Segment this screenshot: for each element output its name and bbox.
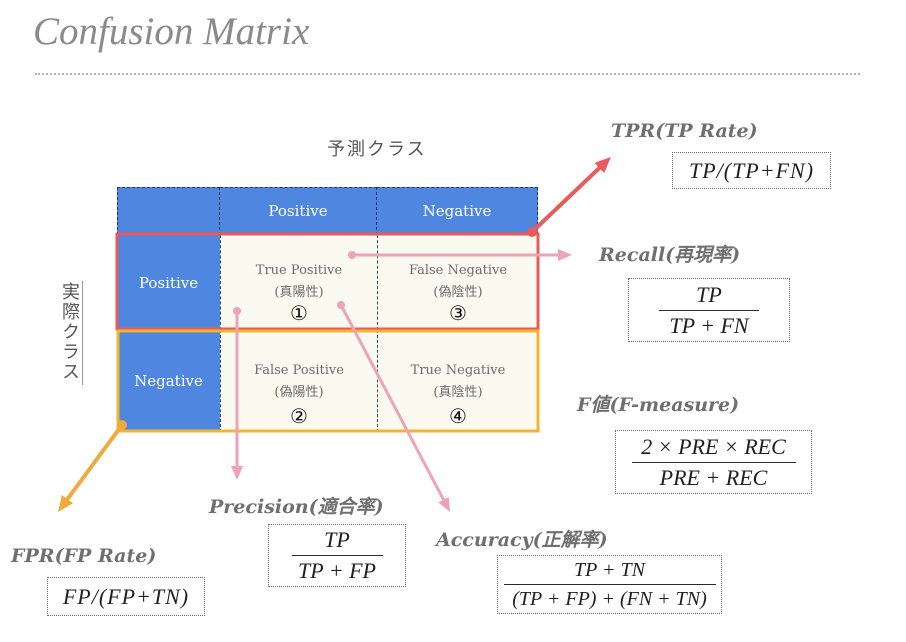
cell-term: True Positive <box>255 263 343 278</box>
actual-class-label: 実際クラス <box>59 282 80 382</box>
accuracy-denominator: (TP + FP) + (FN + TN) <box>512 588 707 610</box>
f-measure-formula-box: 2 × PRE × REC PRE + REC <box>615 430 812 494</box>
accuracy-formula-box: TP + TN (TP + FP) + (FN + TN) <box>497 555 722 614</box>
recall-label: Recall(再現率) <box>599 244 741 266</box>
accuracy-numerator: TP + TN <box>574 559 645 581</box>
precision-formula-box: TP TP + FP <box>268 524 406 587</box>
fraction-bar <box>503 584 716 585</box>
f-measure-denominator: PRE + REC <box>659 464 768 490</box>
tpr-arrow <box>527 156 611 237</box>
fraction-bar <box>631 461 796 463</box>
tpr-formula: TP/(TP+FN) <box>688 157 815 183</box>
f-measure-label: F値(F-measure) <box>577 394 740 416</box>
cell-term: False Positive <box>254 363 344 378</box>
cell-number-marker: ④ <box>449 404 467 428</box>
cell-number-marker: ③ <box>449 301 467 325</box>
recall-formula-box: TP TP + FN <box>628 278 790 342</box>
cell-term: True Negative <box>410 363 506 378</box>
accuracy-label: Accuracy(正解率) <box>436 529 608 551</box>
precision-numerator: TP <box>324 527 350 552</box>
recall-denominator: TP + FN <box>669 312 749 338</box>
slide-title: Confusion Matrix <box>33 10 310 53</box>
cell-term: False Negative <box>408 263 508 278</box>
cell-term-japanese: (偽陽性) <box>274 385 324 400</box>
matrix-corner-cell <box>117 187 220 235</box>
predicted-class-label: 予測クラス <box>327 139 427 160</box>
actual-negative-header: Negative <box>117 330 220 432</box>
fpr-formula: FP/(FP+TN) <box>62 583 190 609</box>
title-divider <box>35 73 860 75</box>
false-positive-cell: False Positive (偽陽性) ② <box>220 330 377 432</box>
actual-positive-header: Positive <box>117 235 220 330</box>
precision-denominator: TP + FP <box>298 558 376 583</box>
predicted-negative-header: Negative <box>377 187 538 235</box>
tpr-label: TPR(TP Rate) <box>611 120 758 142</box>
tpr-formula-box: TP/(TP+FN) <box>672 152 831 189</box>
predicted-positive-header: Positive <box>220 187 377 235</box>
cell-number-marker: ① <box>290 301 308 325</box>
cell-number-marker: ② <box>290 404 308 428</box>
actual-class-bracket-line <box>82 281 83 385</box>
fpr-formula-box: FP/(FP+TN) <box>47 577 205 616</box>
true-positive-cell: True Positive (真陽性) ① <box>220 235 377 330</box>
recall-numerator: TP <box>696 281 722 307</box>
fraction-bar <box>659 309 759 311</box>
fraction-bar <box>291 555 383 556</box>
f-measure-numerator: 2 × PRE × REC <box>641 433 786 459</box>
false-negative-cell: False Negative (偽陰性) ③ <box>377 235 538 330</box>
true-negative-cell: True Negative (真陰性) ④ <box>377 330 538 432</box>
fpr-label: FPR(FP Rate) <box>11 545 157 567</box>
fpr-arrow <box>57 420 127 512</box>
precision-label: Precision(適合率) <box>209 496 384 518</box>
cell-term-japanese: (真陰性) <box>433 385 483 400</box>
